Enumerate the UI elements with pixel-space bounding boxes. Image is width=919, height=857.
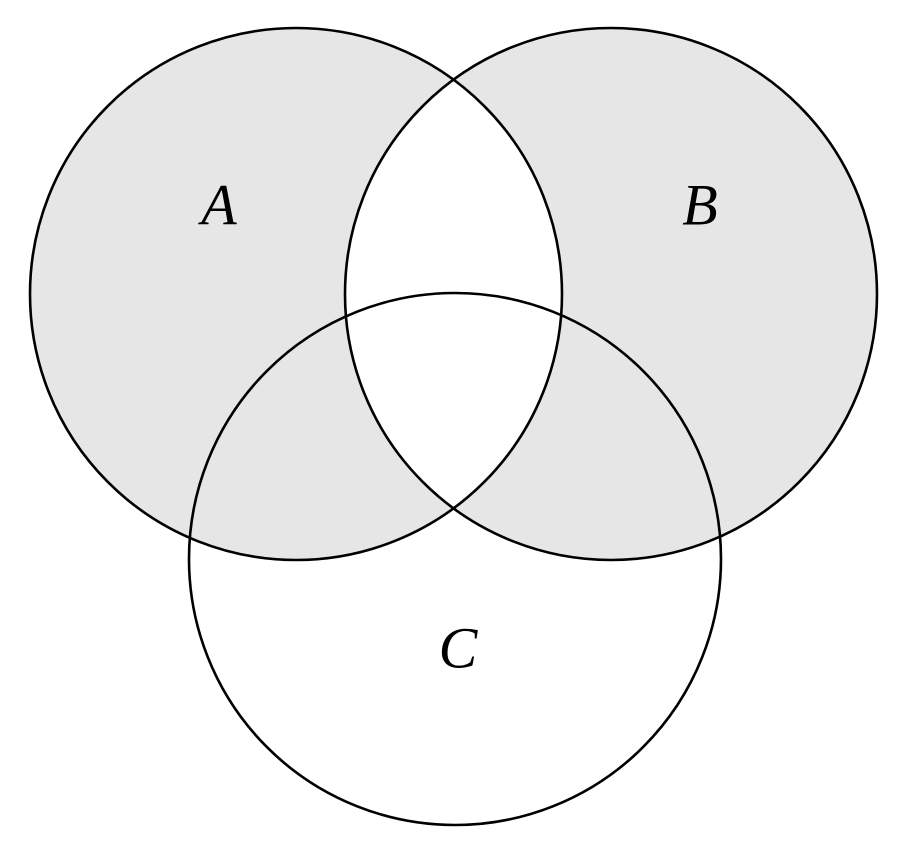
set-labels: A B C xyxy=(197,173,717,681)
circle-outline-a xyxy=(28,26,564,562)
circle-outline-b xyxy=(343,26,879,562)
set-label-a: A xyxy=(197,173,237,238)
set-label-c: C xyxy=(439,616,479,681)
set-label-b: B xyxy=(682,173,717,238)
circle-outline-c xyxy=(187,291,723,827)
circle-outlines xyxy=(28,26,879,827)
